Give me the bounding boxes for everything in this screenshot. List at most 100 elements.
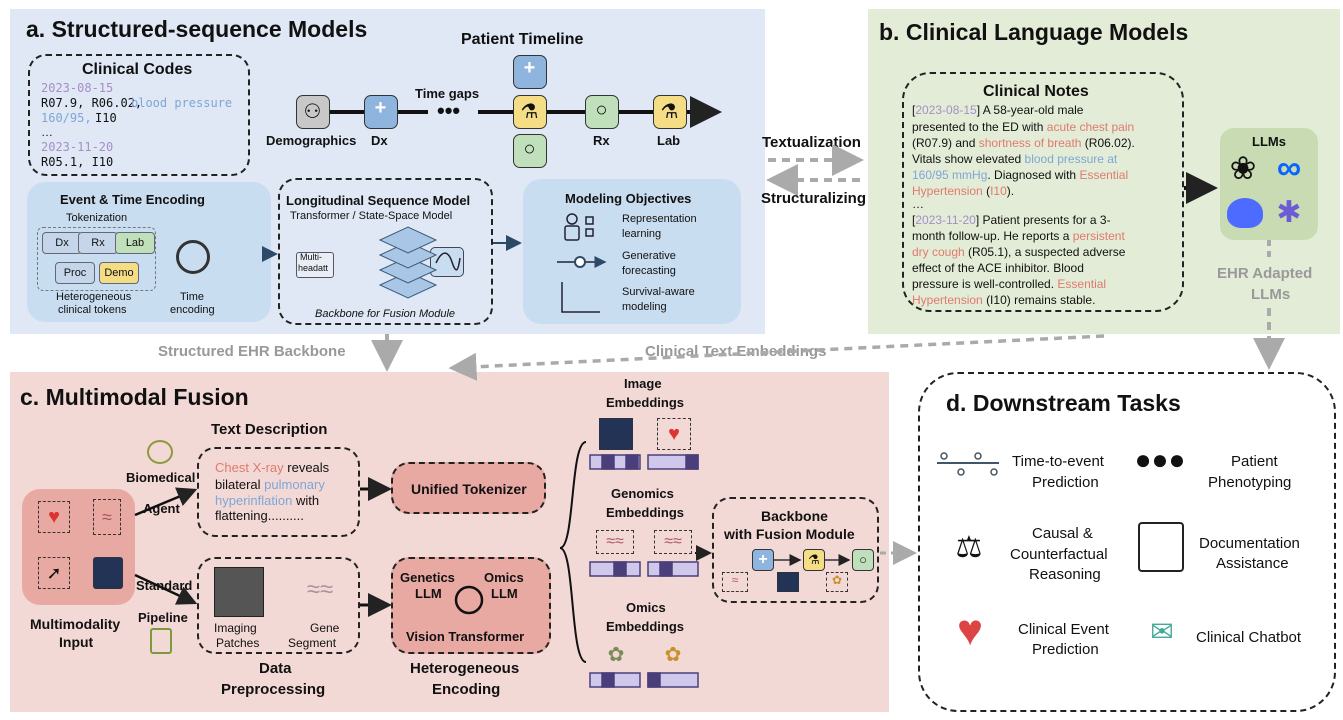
task-1b: Prediction bbox=[1032, 474, 1099, 491]
timeline-dx-label: Dx bbox=[371, 133, 388, 148]
panel-c-title: c. Multimodal Fusion bbox=[20, 384, 249, 410]
timeline-pill-icon: ○ bbox=[513, 134, 547, 168]
panel-a-title: a. Structured-sequence Models bbox=[26, 16, 368, 42]
objective-3a: Survival-aware bbox=[622, 286, 695, 298]
objective-1b: learning bbox=[622, 228, 662, 240]
note-line-12: Hypertension (I10) remains stable. bbox=[912, 293, 1096, 307]
task-4b: Assistance bbox=[1216, 555, 1289, 572]
agent-label: Agent bbox=[143, 501, 180, 516]
time-encoding-label-2: encoding bbox=[170, 304, 215, 316]
note-line-10: effect of the ACE inhibitor. Blood bbox=[912, 261, 1084, 275]
hetero-tokens-label-1: Heterogeneous bbox=[56, 291, 132, 303]
time-gaps-label: Time gaps bbox=[415, 86, 480, 101]
panel-b-title: b. Clinical Language Models bbox=[879, 19, 1189, 45]
embedding-dna-icon-1: ≈≈ bbox=[596, 530, 634, 554]
note-line-3: (R07.9) and shortness of breath (R06.02)… bbox=[912, 136, 1135, 150]
desc-line-1: Chest X-ray reveals bbox=[215, 460, 330, 475]
note-line-8: month follow-up. He reports a persistent bbox=[912, 229, 1125, 243]
token-proc: Proc bbox=[55, 262, 95, 284]
gene-label-1: Gene bbox=[310, 621, 340, 635]
task-1a: Time-to-event bbox=[1012, 453, 1104, 470]
note-line-5: 160/95 mmHg. Diagnosed with Essential bbox=[912, 168, 1129, 182]
code-date-2: 2023-11-20 bbox=[41, 140, 114, 154]
multimodality-input-label-2: Input bbox=[59, 634, 94, 650]
timeline-ellipsis: ••• bbox=[437, 98, 461, 123]
vision-transformer-label: Vision Transformer bbox=[406, 629, 525, 644]
task-4a: Documentation bbox=[1199, 535, 1300, 552]
code-line-2a: 160/95, bbox=[41, 111, 92, 125]
timeline-lab-label: Lab bbox=[657, 133, 681, 148]
task-3c: Reasoning bbox=[1029, 566, 1101, 583]
clinical-codes-box bbox=[28, 54, 250, 176]
data-preprocessing-box bbox=[197, 557, 360, 654]
longitudinal-model-subtitle: Transformer / State-Space Model bbox=[290, 210, 453, 222]
omics-llm-label-2: LLM bbox=[491, 586, 518, 601]
structuralizing-label: Structuralizing bbox=[761, 190, 867, 207]
imaging-label-1: Imaging bbox=[214, 621, 257, 635]
unified-tokenizer-box bbox=[391, 462, 546, 514]
hetero-tokens-label-2: clinical tokens bbox=[58, 304, 127, 316]
clock-icon bbox=[176, 240, 210, 274]
timeline-cross-icon: + bbox=[513, 55, 547, 89]
fusion-cross-icon: + bbox=[752, 549, 774, 571]
desc-line-2: bilateral pulmonary bbox=[215, 477, 325, 492]
note-line-11: pressure is well-controlled. Essential bbox=[912, 277, 1107, 291]
image-embeddings-label-2: Embeddings bbox=[606, 395, 685, 410]
omics-llm-label-1: Omics bbox=[484, 570, 524, 585]
heterogeneous-encoding-label-1: Heterogeneous bbox=[410, 660, 520, 677]
openai-icon: ❀ bbox=[1229, 150, 1257, 186]
unified-tokenizer-label: Unified Tokenizer bbox=[411, 481, 527, 497]
standard-label: Standard bbox=[136, 578, 193, 593]
syringe-icon: ➚ bbox=[38, 557, 70, 589]
token-demo: Demo bbox=[99, 262, 139, 284]
code-line-3: R05.1, I10 bbox=[41, 155, 114, 169]
clinical-notes-title: Clinical Notes bbox=[983, 83, 1089, 100]
embedding-protein-icon-1: ✿ bbox=[607, 644, 625, 666]
fusion-brain-icon bbox=[777, 572, 799, 592]
task-5b: Prediction bbox=[1032, 641, 1099, 658]
downstream-tasks-box bbox=[918, 372, 1336, 712]
panel-c bbox=[10, 372, 889, 712]
embedding-dna-icon-2: ≈≈ bbox=[654, 530, 692, 554]
panel-d-title: d. Downstream Tasks bbox=[946, 390, 1181, 416]
modeling-objectives-box bbox=[523, 179, 741, 324]
gene-label-2: Segment bbox=[288, 636, 337, 650]
task-3b: Counterfactual bbox=[1010, 546, 1108, 563]
note-line-4: Vitals show elevated blood pressure at bbox=[912, 152, 1118, 166]
genetics-llm-label-2: LLM bbox=[415, 586, 442, 601]
longitudinal-model-footer: Backbone for Fusion Module bbox=[315, 308, 456, 320]
ehr-adapted-llms-1: EHR Adapted bbox=[1217, 265, 1313, 282]
timeline-rx-label: Rx bbox=[593, 133, 610, 148]
token-rx: Rx bbox=[78, 232, 118, 254]
patient-timeline-title: Patient Timeline bbox=[461, 31, 584, 48]
embedding-heart-icon: ♥ bbox=[657, 418, 691, 450]
objective-2a: Generative bbox=[622, 250, 676, 262]
patient-group-icon: ●●● bbox=[1134, 444, 1186, 475]
multihead-label-2: headatt bbox=[298, 263, 329, 273]
code-line-2b: I10 bbox=[95, 111, 117, 125]
pipeline-label: Pipeline bbox=[138, 610, 188, 625]
ehr-adapted-llms-2: LLMs bbox=[1251, 286, 1291, 303]
code-line-1b: blood pressure bbox=[131, 96, 233, 110]
fusion-pill-icon: ○ bbox=[852, 549, 874, 571]
heart-icon: ♥ bbox=[38, 501, 70, 533]
timeline-demographics-label: Demographics bbox=[266, 133, 357, 148]
fusion-flask-icon: ⚗ bbox=[803, 549, 825, 571]
objective-2b: forecasting bbox=[622, 265, 676, 277]
structured-ehr-backbone-label: Structured EHR Backbone bbox=[158, 343, 346, 360]
rx-pill-icon: ○ bbox=[585, 95, 619, 129]
note-line-2: presented to the ED with acute chest pai… bbox=[912, 120, 1135, 134]
note-line-9: dry cough (R05.1), a suspected adverse bbox=[912, 245, 1126, 259]
fusion-backbone-label-1: Backbone bbox=[761, 508, 828, 524]
time-encoding-label-1: Time bbox=[180, 291, 205, 303]
dx-medical-cross-icon: + bbox=[364, 95, 398, 129]
lab-flask-icon: ⚗ bbox=[653, 95, 687, 129]
fusion-dna-icon: ≈ bbox=[722, 572, 748, 592]
task-2a: Patient bbox=[1231, 453, 1278, 470]
chatbot-icon: ✉ bbox=[1150, 616, 1174, 647]
fusion-backbone-box bbox=[712, 497, 879, 603]
imaging-patch-image bbox=[214, 567, 264, 617]
llms-label: LLMs bbox=[1252, 134, 1286, 149]
code-date-1: 2023-08-15 bbox=[41, 81, 114, 95]
note-ellipsis: … bbox=[912, 197, 924, 211]
